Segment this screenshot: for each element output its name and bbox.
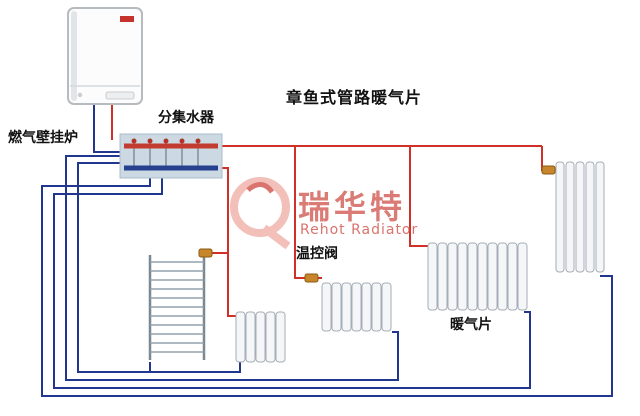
boiler-logo-icon bbox=[120, 16, 134, 22]
thermostatic-valve-icon bbox=[304, 273, 319, 283]
radiator-medium bbox=[321, 282, 392, 332]
thermostatic-valve-label: 温控阀 bbox=[296, 246, 338, 262]
watermark-logo-icon bbox=[230, 177, 291, 250]
boiler-label: 燃气壁挂炉 bbox=[8, 130, 78, 146]
valve-icon bbox=[541, 165, 556, 175]
manifold-label: 分集水器 bbox=[158, 110, 214, 126]
radiator-tall bbox=[555, 161, 605, 273]
boiler bbox=[67, 7, 143, 105]
return-pipes bbox=[41, 104, 613, 397]
radiator-large bbox=[427, 242, 528, 311]
watermark-subtitle: Rehot Radiator bbox=[300, 222, 419, 238]
valves bbox=[198, 165, 556, 283]
manifold bbox=[119, 133, 223, 179]
radiator-towel-ladder bbox=[148, 255, 206, 360]
diagram-title: 章鱼式管路暖气片 bbox=[286, 88, 423, 107]
radiator-small bbox=[235, 311, 286, 363]
valve-icon bbox=[198, 248, 213, 258]
radiator-label: 暖气片 bbox=[450, 317, 492, 333]
watermark-brand: 瑞华特 bbox=[298, 188, 407, 226]
